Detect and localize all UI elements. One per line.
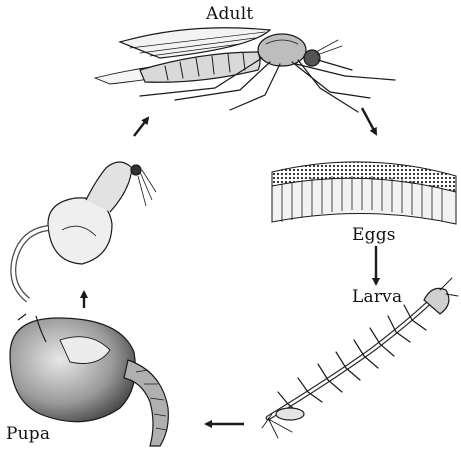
arrow-emerging-to-adult xyxy=(134,118,148,136)
arrow-adult-to-eggs xyxy=(362,108,376,134)
eggs-illustration xyxy=(272,162,456,224)
pupa-label: Pupa xyxy=(6,424,50,444)
emerging-adult-illustration xyxy=(13,162,156,300)
eggs-label: Eggs xyxy=(352,225,396,245)
adult-mosquito-illustration xyxy=(95,28,395,112)
larva-label: Larva xyxy=(352,287,402,307)
adult-label: Adult xyxy=(206,4,253,24)
